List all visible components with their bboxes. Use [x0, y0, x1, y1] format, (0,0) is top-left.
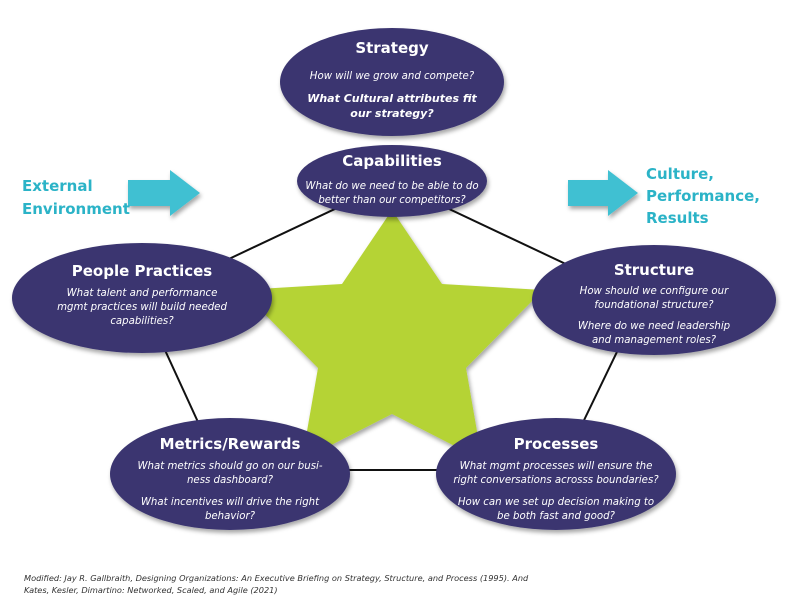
node-capabilities-question-1: What do we need to be able to do	[305, 181, 478, 192]
node-structure-question-4: and management roles?	[592, 335, 717, 346]
node-capabilities-shape	[297, 145, 487, 217]
node-people-practices-question-3: capabilities?	[110, 316, 174, 327]
left-label-line-2: Environment	[22, 200, 130, 218]
node-capabilities-title: Capabilities	[342, 152, 442, 170]
node-strategy: Strategy How will we grow and compete? W…	[280, 28, 504, 136]
right-label-line-1: Culture,	[646, 165, 714, 183]
right-label-line-2: Performance,	[646, 187, 760, 205]
node-capabilities-question-2: better than our competitors?	[318, 195, 466, 206]
node-metrics-rewards-question-3: What incentives will drive the right	[141, 497, 320, 508]
center-star	[241, 210, 543, 460]
node-structure: Structure How should we configure our fo…	[532, 245, 776, 355]
node-processes-shape	[436, 418, 676, 530]
node-metrics-rewards-question-2: ness dashboard?	[187, 475, 274, 486]
node-people-practices-title: People Practices	[72, 262, 213, 280]
node-metrics-rewards-title: Metrics/Rewards	[160, 435, 301, 453]
node-strategy-bold-1: What Cultural attributes fit	[307, 92, 477, 105]
node-strategy-bold-2: our strategy?	[350, 107, 434, 120]
left-label-line-1: External	[22, 177, 93, 195]
node-processes-question-1: What mgmt processes will ensure the	[460, 461, 653, 472]
node-metrics-rewards: Metrics/Rewards What metrics should go o…	[110, 418, 350, 530]
node-strategy-title: Strategy	[355, 39, 429, 57]
node-processes-question-3: How can we set up decision making to	[458, 497, 654, 508]
node-structure-shape	[532, 245, 776, 355]
node-metrics-rewards-question-4: behavior?	[205, 511, 256, 522]
citation-text: Modified: Jay R. Gallbraith, Designing O…	[24, 573, 529, 595]
node-people-practices: People Practices What talent and perform…	[12, 243, 272, 353]
node-structure-title: Structure	[614, 261, 694, 279]
node-capabilities: Capabilities What do we need to be able …	[297, 145, 487, 217]
right-label-line-3: Results	[646, 209, 709, 227]
node-processes-question-4: be both fast and good?	[497, 511, 616, 522]
node-processes-question-2: right conversations acrosss boundaries?	[453, 475, 659, 486]
left-label: External Environment	[22, 177, 130, 218]
node-metrics-rewards-shape	[110, 418, 350, 530]
right-label: Culture, Performance, Results	[646, 165, 760, 227]
node-processes: Processes What mgmt processes will ensur…	[436, 418, 676, 530]
node-structure-question-1: How should we configure our	[580, 286, 729, 297]
left-arrow	[128, 170, 200, 216]
right-arrow	[568, 170, 638, 216]
star-model-diagram: External Environment Culture, Performanc…	[12, 28, 776, 530]
node-strategy-shape	[280, 28, 504, 136]
node-structure-question-3: Where do we need leadership	[578, 321, 730, 332]
node-people-practices-question-2: mgmt practices will build needed	[57, 302, 227, 313]
node-strategy-question-1: How will we grow and compete?	[310, 71, 475, 82]
node-structure-question-2: foundational structure?	[594, 300, 714, 311]
node-metrics-rewards-question-1: What metrics should go on our busi-	[137, 461, 322, 472]
node-people-practices-shape	[12, 243, 272, 353]
node-people-practices-question-1: What talent and performance	[67, 288, 218, 299]
node-processes-title: Processes	[514, 435, 599, 453]
